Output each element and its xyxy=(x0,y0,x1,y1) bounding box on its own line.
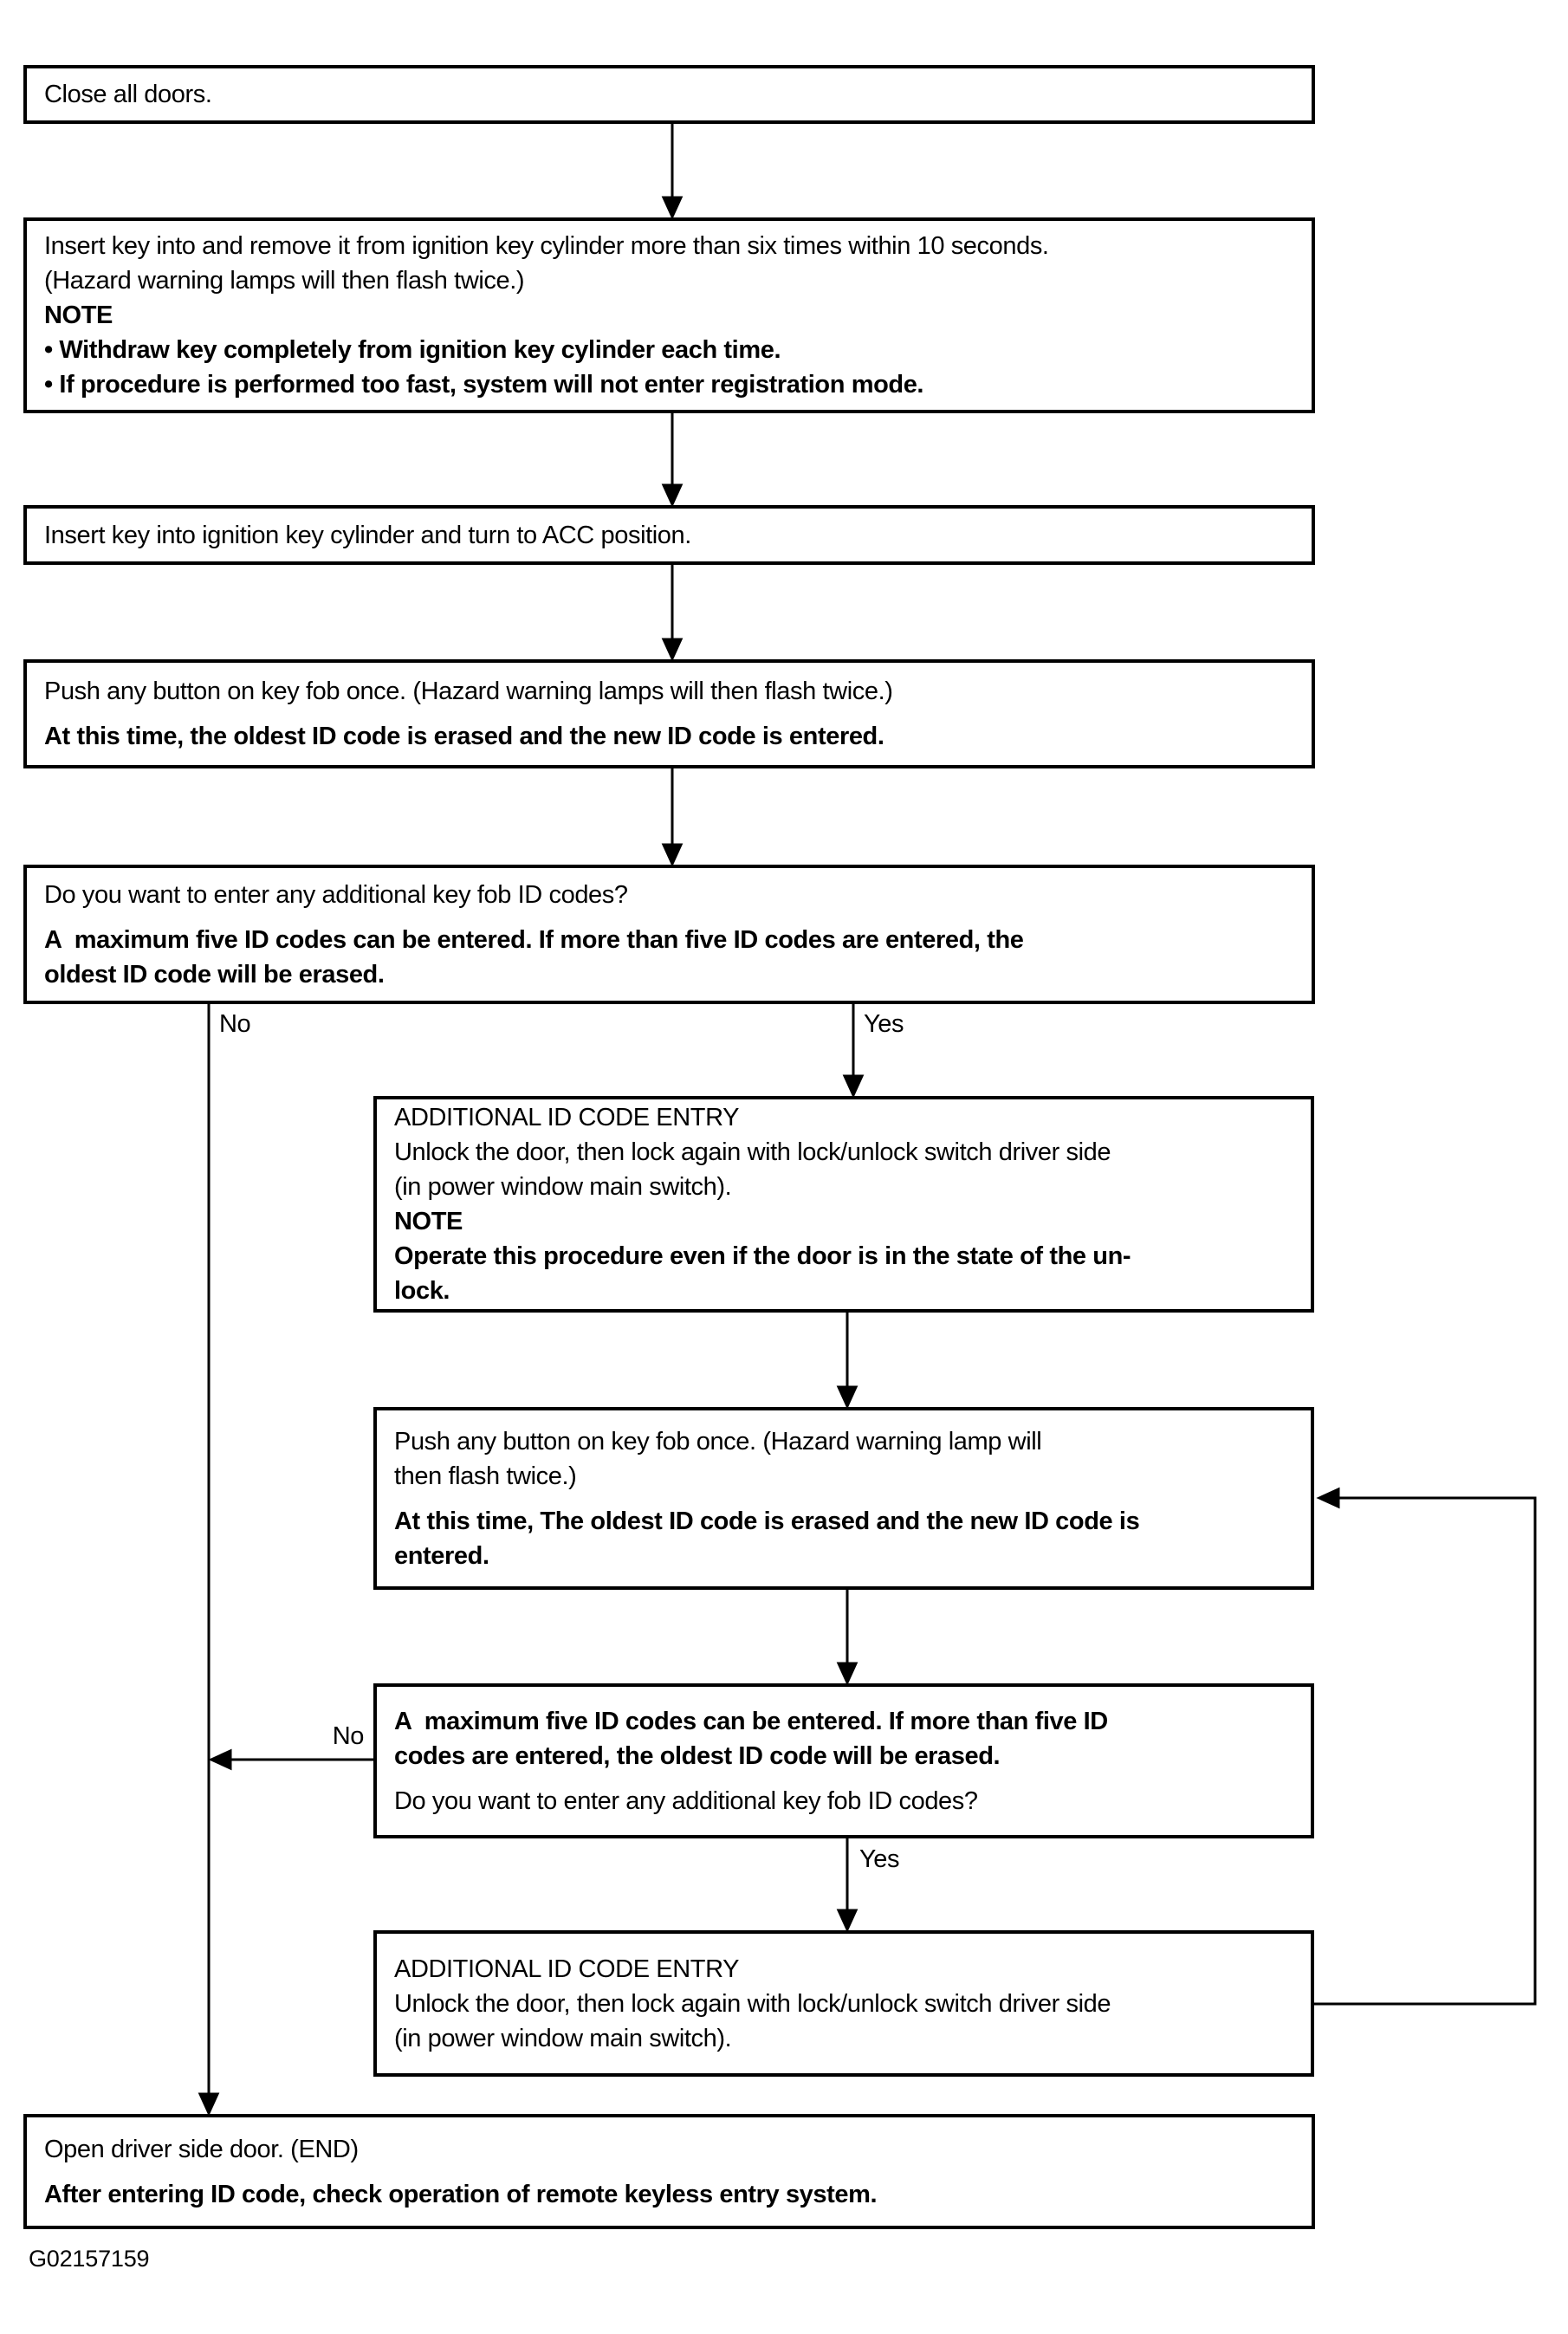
arrowhead-left-icon xyxy=(1316,1487,1340,1509)
flow-text: Insert key into ignition key cylinder an… xyxy=(44,521,691,549)
flow-text: Do you want to enter any additional key … xyxy=(394,1786,978,1815)
flow-text: Do you want to enter any additional key … xyxy=(44,880,628,909)
flow-text: (Hazard warning lamps will then flash tw… xyxy=(44,267,525,295)
flow-text: Close all doors. xyxy=(44,81,212,108)
flow-note-heading: NOTE xyxy=(44,301,113,329)
flow-box-additional-id-code-entry-1: ADDITIONAL ID CODE ENTRY Unlock the door… xyxy=(373,1096,1314,1313)
flow-text: Unlock the door, then lock again with lo… xyxy=(394,1989,1111,2018)
flow-box-close-doors: Close all doors. xyxy=(23,65,1315,124)
flow-note-bullet: • If procedure is performed too fast, sy… xyxy=(44,371,924,399)
flow-box-enter-registration-mode: Insert key into and remove it from ignit… xyxy=(23,217,1315,413)
flow-text: Unlock the door, then lock again with lo… xyxy=(394,1138,1111,1166)
arrowhead-left-icon xyxy=(208,1748,232,1771)
arrowhead-down-icon xyxy=(842,1074,865,1099)
flow-text: entered. xyxy=(394,1541,489,1570)
flow-text: After entering ID code, check operation … xyxy=(44,2180,878,2208)
flow-text: At this time, The oldest ID code is eras… xyxy=(394,1507,1140,1535)
flow-text: codes are entered, the oldest ID code wi… xyxy=(394,1741,1001,1770)
flow-text: Push any button on key fob once. (Hazard… xyxy=(394,1427,1042,1456)
flow-heading: ADDITIONAL ID CODE ENTRY xyxy=(394,1955,740,1983)
flow-text: Insert key into and remove it from ignit… xyxy=(44,232,1049,260)
branch-label-yes-loop: Yes xyxy=(859,1845,900,1873)
flow-text: Push any button on key fob once. (Hazard… xyxy=(44,678,893,705)
arrowhead-down-icon xyxy=(198,2092,220,2117)
flow-box-push-key-fob-loop: Push any button on key fob once. (Hazard… xyxy=(373,1407,1314,1590)
flow-box-additional-codes-question: Do you want to enter any additional key … xyxy=(23,865,1315,1004)
flow-text: A maximum five ID codes can be entered. … xyxy=(44,925,1024,954)
flow-note-heading: NOTE xyxy=(394,1208,463,1235)
flow-text: then flash twice.) xyxy=(394,1462,577,1490)
flow-text: (in power window main switch). xyxy=(394,2024,732,2052)
flow-box-additional-codes-question-loop: A maximum five ID codes can be entered. … xyxy=(373,1683,1314,1838)
flow-box-push-key-fob: Push any button on key fob once. (Hazard… xyxy=(23,659,1315,768)
flow-heading: ADDITIONAL ID CODE ENTRY xyxy=(394,1104,740,1131)
arrowhead-down-icon xyxy=(661,196,684,220)
branch-label-yes: Yes xyxy=(864,1010,904,1038)
flow-box-end: Open driver side door. (END) After enter… xyxy=(23,2114,1315,2229)
figure-id-label: G02157159 xyxy=(29,2246,150,2272)
flow-text: oldest ID code will be erased. xyxy=(44,960,385,989)
flow-note-bullet: • Withdraw key completely from ignition … xyxy=(44,336,781,364)
flow-text: Operate this procedure even if the door … xyxy=(394,1242,1131,1270)
arrowhead-down-icon xyxy=(661,638,684,662)
arrowhead-down-icon xyxy=(661,483,684,508)
flow-text: lock. xyxy=(394,1277,450,1305)
arrowhead-down-icon xyxy=(836,1909,859,1933)
flow-text: Open driver side door. (END) xyxy=(44,2135,359,2163)
arrowhead-down-icon xyxy=(661,843,684,867)
flow-text: A maximum five ID codes can be entered. … xyxy=(394,1707,1108,1735)
flow-text: (in power window main switch). xyxy=(394,1173,732,1201)
flow-box-key-acc-position: Insert key into ignition key cylinder an… xyxy=(23,505,1315,565)
flow-box-additional-id-code-entry-2: ADDITIONAL ID CODE ENTRY Unlock the door… xyxy=(373,1930,1314,2077)
arrowhead-down-icon xyxy=(836,1662,859,1686)
branch-label-no-loop: No xyxy=(332,1722,365,1750)
arrowhead-down-icon xyxy=(836,1385,859,1410)
branch-label-no: No xyxy=(219,1010,251,1038)
connector-feedback-loop xyxy=(1314,1496,1537,2006)
flow-text: At this time, the oldest ID code is eras… xyxy=(44,723,884,750)
